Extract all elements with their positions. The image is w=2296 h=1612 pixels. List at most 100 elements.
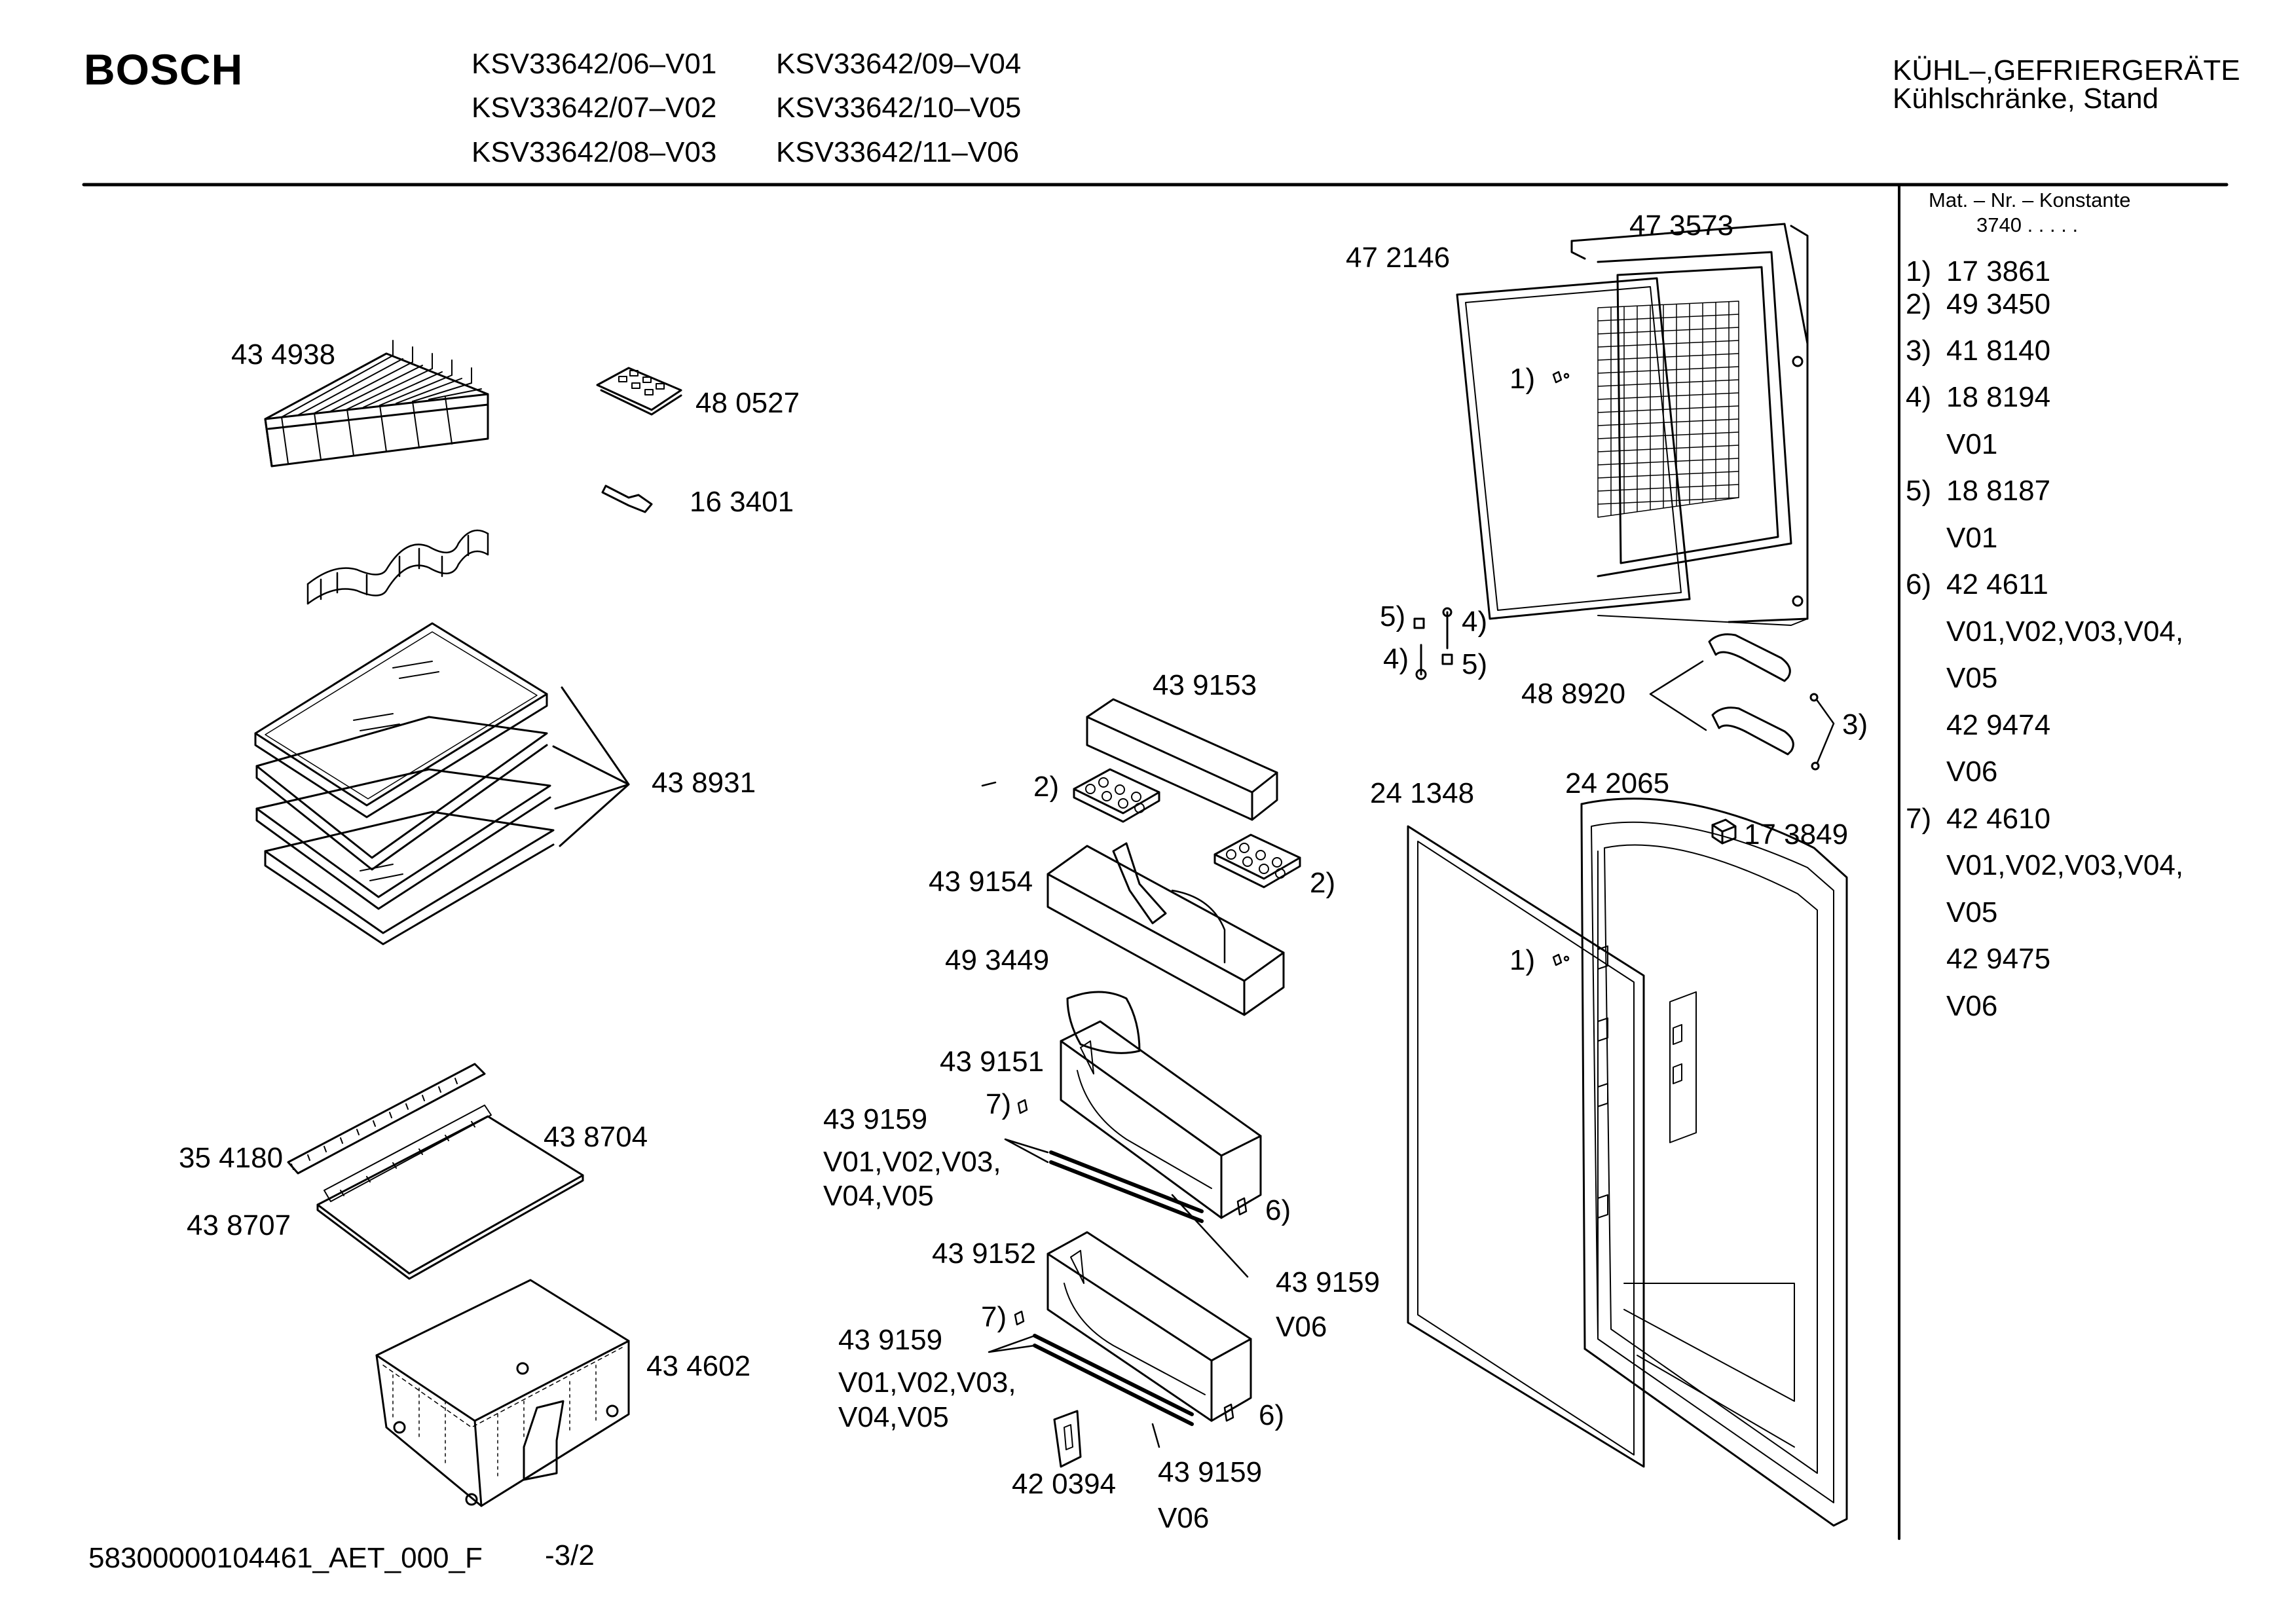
part-label: 43 9159	[823, 1103, 928, 1135]
part-label: 2)	[1310, 867, 1336, 899]
sidebar-key: 5)	[1906, 475, 1932, 507]
bottle-shelf-drawing	[1060, 1020, 1262, 1219]
part-label: 43 9153	[1153, 669, 1257, 701]
page-number: -3/2	[545, 1539, 595, 1571]
door-gasket-drawing	[1407, 825, 1645, 1468]
model-number: KSV33642/08–V03	[472, 136, 717, 168]
leader-lines	[1649, 660, 1835, 764]
part-label: 6)	[1265, 1194, 1291, 1226]
clip-drawing	[1017, 1099, 1248, 1216]
sidebar-note: V01,V02,V03,V04,	[1946, 615, 2184, 648]
part-label: 43 4602	[646, 1350, 751, 1382]
sidebar-note: 42 9474	[1946, 709, 2051, 741]
part-label: 5)	[1462, 648, 1488, 680]
door-shelf-drawing	[1046, 842, 1285, 1016]
leader-lines	[552, 686, 630, 847]
sidebar-key: 7)	[1906, 803, 1932, 835]
part-label: 43 9151	[940, 1046, 1045, 1078]
fridge-door-drawing	[1580, 797, 1848, 1527]
vent-strip-drawing	[287, 1063, 486, 1175]
bottle-rack-drawing	[306, 529, 489, 605]
sidebar-value: 49 3450	[1946, 288, 2051, 320]
sidebar-note: V01	[1946, 428, 1998, 460]
sidebar-title: Mat. – Nr. – Konstante	[1929, 189, 2131, 211]
part-label: 2)	[1033, 771, 1060, 803]
sidebar-value: 42 4610	[1946, 803, 2051, 835]
part-label: 24 2065	[1565, 767, 1670, 799]
part-label: 49 3449	[945, 944, 1050, 976]
crisper-drawer-drawing	[375, 1279, 630, 1507]
clip-drawing	[1014, 1310, 1234, 1422]
part-label: 3)	[1842, 708, 1868, 741]
egg-tray-drawing	[1213, 833, 1301, 888]
sidebar-value: 41 8140	[1946, 335, 2051, 367]
part-label: 43 9159	[838, 1324, 943, 1356]
sidebar-note: V05	[1946, 896, 1998, 928]
part-label: 24 1348	[1370, 777, 1475, 809]
butter-compartment-drawing	[1086, 698, 1278, 821]
part-label: 43 8704	[544, 1121, 648, 1153]
sidebar-note: 42 9475	[1946, 943, 2051, 975]
part-label: 35 4180	[179, 1142, 284, 1174]
screw-drawing	[1413, 607, 1453, 680]
leader-lines	[981, 781, 1249, 1448]
shelf-rail-drawing	[1049, 1150, 1204, 1223]
latch-icon	[1552, 953, 1570, 966]
sidebar-note: V05	[1946, 662, 1998, 694]
part-label: 47 2146	[1346, 242, 1451, 274]
part-label: 43 4938	[231, 339, 336, 371]
category-title: KÜHL–,GEFRIERGERÄTE	[1893, 54, 2240, 86]
egg-tray-drawing	[1073, 768, 1160, 823]
sidebar-constant: 3740 . . . . .	[1976, 213, 2079, 236]
ice-scraper-drawing	[601, 485, 653, 513]
sidebar-value: 17 3861	[1946, 255, 2051, 287]
part-label: 4)	[1462, 606, 1488, 638]
part-label: 7)	[981, 1301, 1007, 1333]
freezer-door-drawing	[1570, 223, 1809, 626]
variant-label: V06	[1276, 1311, 1327, 1343]
part-label: 1)	[1509, 363, 1536, 395]
bracket-drawing	[1711, 818, 1737, 845]
glass-shelves-drawing	[254, 622, 555, 945]
sidebar-note: V01,V02,V03,V04,	[1946, 849, 2184, 881]
model-number: KSV33642/10–V05	[776, 92, 1022, 124]
brand-logo: BOSCH	[84, 45, 244, 94]
sidebar-key: 2)	[1906, 288, 1932, 320]
part-label: 43 9159	[1276, 1266, 1380, 1298]
sidebar-value: 18 8187	[1946, 475, 2051, 507]
part-label: 4)	[1383, 643, 1409, 675]
shelf-flap-drawing	[1066, 991, 1141, 1054]
sidebar-note: V06	[1946, 756, 1998, 788]
part-label: 43 9159	[1158, 1456, 1263, 1488]
variant-label: V01,V02,V03,	[838, 1366, 1016, 1399]
shelf-rail-drawing	[1033, 1334, 1194, 1426]
model-number: KSV33642/06–V01	[472, 48, 717, 80]
part-label: 5)	[1380, 600, 1406, 632]
sidebar-note: V01	[1946, 522, 1998, 554]
bottle-shelf-drawing	[1046, 1231, 1252, 1422]
sidebar-value: 42 4611	[1946, 568, 2048, 600]
part-label: 48 8920	[1521, 678, 1626, 710]
door-handle-drawing	[1708, 633, 1820, 771]
variant-label: V06	[1158, 1502, 1210, 1534]
part-label: 43 8707	[187, 1209, 291, 1241]
model-number: KSV33642/11–V06	[776, 136, 1020, 168]
model-number: KSV33642/09–V04	[776, 48, 1022, 80]
model-number: KSV33642/07–V02	[472, 92, 717, 124]
part-label: 43 9152	[932, 1237, 1037, 1270]
part-label: 6)	[1259, 1399, 1285, 1431]
variant-label: V01,V02,V03,	[823, 1146, 1001, 1178]
wire-shelf-drawing	[264, 340, 489, 467]
part-label: 47 3573	[1629, 210, 1734, 242]
part-label: 43 9154	[929, 866, 1033, 898]
crisper-cover-drawing	[316, 1105, 584, 1280]
ice-tray-drawing	[596, 367, 682, 416]
sidebar-key: 4)	[1906, 381, 1932, 413]
sidebar-key: 6)	[1906, 568, 1932, 600]
part-label: 48 0527	[695, 387, 800, 419]
sidebar-note: V06	[1946, 990, 1998, 1022]
latch-icon	[1552, 371, 1570, 384]
variant-label: V04,V05	[823, 1180, 934, 1212]
hinge-cover-drawing	[1053, 1410, 1082, 1468]
